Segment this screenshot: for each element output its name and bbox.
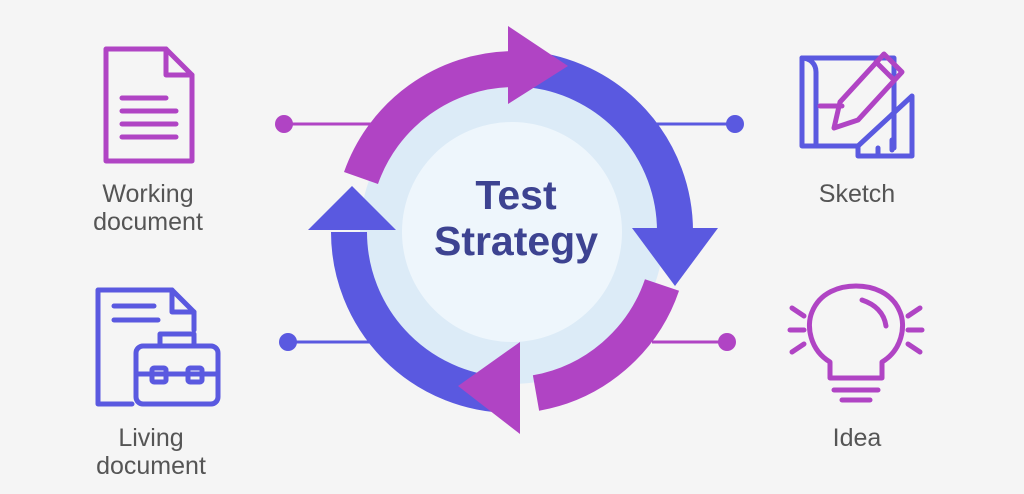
blueprint-pencil-icon	[799, 55, 915, 159]
connector-idea	[652, 333, 736, 351]
arrow-left	[308, 186, 396, 230]
lightbulb-icon	[787, 283, 925, 403]
arc-top-right	[524, 51, 694, 233]
connector-working	[275, 115, 372, 133]
connector-sketch	[652, 115, 744, 133]
arrow-bottom	[458, 342, 520, 434]
arc-bottom-right	[532, 278, 680, 411]
arrow-top	[508, 26, 568, 104]
label-sketch: Sketch	[818, 180, 896, 208]
arrow-right	[632, 228, 718, 286]
briefcase-document-icon	[95, 287, 221, 407]
label-idea: Idea	[832, 424, 882, 452]
connector-living	[279, 333, 372, 351]
document-icon	[103, 46, 195, 164]
label-working-document: Working document	[93, 180, 203, 236]
label-living-document: Living document	[96, 424, 206, 480]
arc-top-left	[344, 51, 513, 185]
center-disk	[402, 122, 622, 342]
center-title: Test Strategy	[433, 172, 599, 264]
pencil-icon	[817, 51, 905, 131]
